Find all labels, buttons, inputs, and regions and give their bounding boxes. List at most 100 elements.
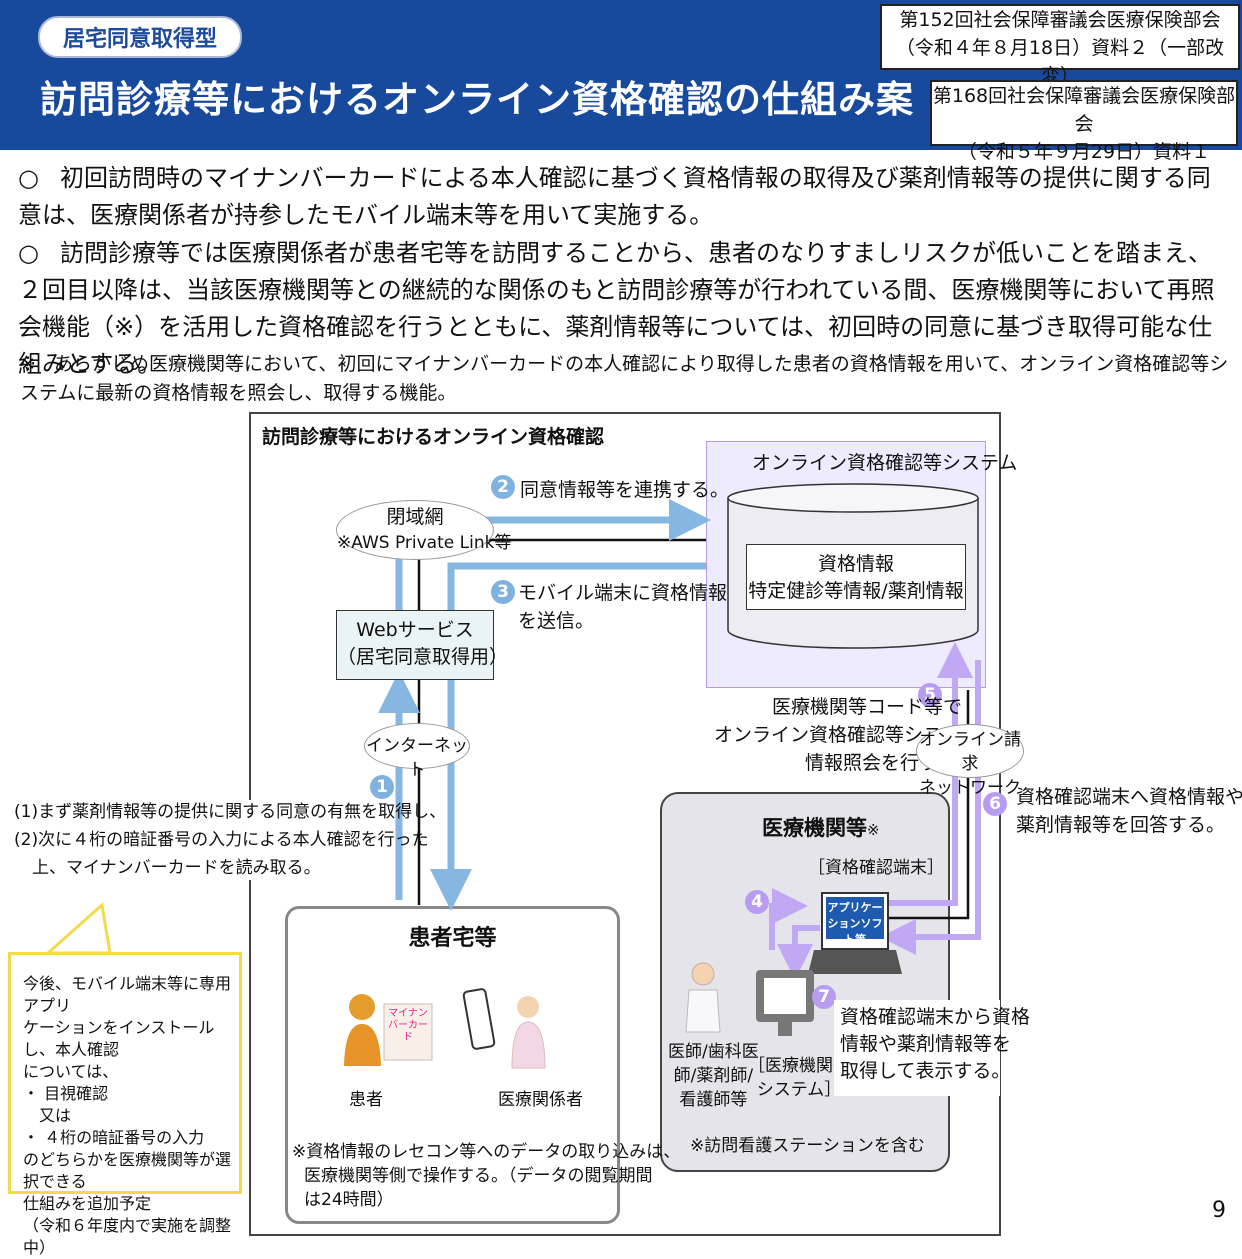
internet-label: インターネット [366,736,468,780]
laptop-base [808,950,902,974]
callout-line: 又は [23,1106,72,1125]
step-3-line-2: を送信。 [518,610,595,632]
database-label-box: 資格情報 特定健診等情報/薬剤情報 [746,544,966,610]
bullet-mark: ○ [18,164,39,192]
reference-2-line-2: （令和５年９月29日）資料１ [957,141,1211,163]
inst-sys-line-1: ［医療機関等 [748,1056,850,1076]
step-2-badge: 2 [491,475,515,499]
terminal-label: ［資格確認端末］ [808,858,944,878]
step-6-badge: 6 [983,792,1007,816]
bullet-1: ○初回訪問時のマイナンバーカードによる本人確認に基づく資格情報の取得及び薬剤情報… [18,160,1233,234]
patient-head [349,994,375,1020]
db-line-1: 資格情報 [817,553,894,575]
diagram-title: 訪問診療等におけるオンライン資格確認 [262,426,605,448]
monitor-screen [764,978,806,1014]
step-2-text: 同意情報等を連携する。 [520,479,730,501]
closed-network-line-2: ※AWS Private Link等 [337,533,512,553]
step-4-badge: 4 [745,890,769,914]
patient-label: 患者 [349,1090,383,1110]
step-7-line-3: 取得して表示する。 [840,1060,1011,1082]
nurse-head [517,996,539,1018]
institution-title-mark: ※ [867,821,880,839]
step4-arrow [769,888,808,950]
app-screen [826,897,884,939]
callout-line: ケーションをインストールし、本人確認 [23,1018,215,1059]
patient-icon [344,1024,381,1066]
step-6-line-2: 薬剤情報等を回答する。 [1016,814,1226,836]
callout-line: 仕組みを追加予定 [23,1194,152,1213]
callout-line: （令和６年度内で実施を調整中） [23,1216,232,1257]
reference-1-line-1: 第152回社会保障審議会医療保険部会 [899,9,1221,31]
doctor-icon [685,989,721,1033]
callout-line: については、 [23,1062,119,1081]
database-top [727,483,979,513]
callout-line: ・ ４桁の暗証番号の入力 [23,1128,205,1147]
step3-arrow [430,562,706,911]
institution-title-text: 医療機関等 [762,816,867,840]
doctor-line-2: 師/薬剤師/ [673,1066,754,1086]
doctor-line-3: 看護師等 [679,1090,748,1110]
mynumber-card-icon [383,1003,433,1061]
step-3-line-1: モバイル端末に資格情報 [518,582,728,604]
mynumber-card-text: マイナンバーカード [388,1008,428,1043]
footnote: ※あらかじめ医療機関等において、初回にマイナンバーカードの本人確認により取得した… [20,350,1230,408]
footnote-text: あらかじめ医療機関等において、初回にマイナンバーカードの本人確認により取得した患… [20,353,1229,404]
bullet-1-text: 初回訪問時のマイナンバーカードによる本人確認に基づく資格情報の取得及び薬剤情報等… [18,164,1211,229]
doctor-head [691,962,715,986]
step-5-badge: 5 [918,683,942,707]
step2-arrow [395,499,711,900]
step-3-badge: 3 [491,580,515,604]
future-plan-callout: 今後、モバイル端末等に専用アプリ ケーションをインストールし、本人確認 について… [8,952,242,1257]
home-note-line-2: 医療機関等側で操作する。（データの閲覧期間 [304,1166,653,1186]
home-note-line-1: ※資格情報のレセコン等へのデータの取り込みは、 [292,1142,681,1162]
bullet-2: ○訪問診療等では医療関係者が患者宅等を訪問することから、患者のなりすましリスクが… [18,235,1233,383]
app-software-label: アプリケー ションソフト等 [826,900,884,948]
inst-sys-line-2: システム］ [756,1080,842,1100]
app-line-1: アプリケー [827,901,883,914]
app-line-2: ションソフト等 [827,917,883,946]
page-number: 9 [1212,1198,1226,1223]
system-label: オンライン資格確認等システム [752,452,1018,474]
home-note-line-3: は24時間） [304,1190,394,1210]
reference-box-2: 第168回社会保障審議会医療保険部会 （令和５年９月29日）資料１ [930,80,1238,163]
medical-staff-icon [511,1021,546,1069]
step-1-description: (1)まず薬剤情報等の提供に関する同意の有無を取得し、 (2)次に４桁の暗証番号… [14,800,447,880]
institution-title: 医療機関等※ [762,812,880,842]
institution-note: ※訪問看護ステーションを含む [690,1136,925,1156]
closed-network-bubble: 閉域網 ※AWS Private Link等 [336,500,512,560]
page-title: 訪問診療等におけるオンライン資格確認の仕組み案（概要） [40,78,1066,121]
doctor-label: 医師/歯科医 師/薬剤師/ 看護師等 [668,1040,759,1112]
internet-bubble: インターネット [364,723,470,780]
monitor-stand [778,1022,792,1036]
reference-2-line-1: 第168回社会保障審議会医療保険部会 [932,85,1236,135]
doctor-line-1: 医師/歯科医 [668,1042,759,1062]
mobile-device-icon [462,988,496,1050]
callout-line: ・ 目視確認 [23,1084,109,1103]
step7-arrow [777,925,820,980]
step-1-line-3: 上、マイナンバーカードを読み取る。 [32,858,321,878]
step-7-line-1: 資格確認端末から資格 [840,1006,1031,1028]
step-1-badge: 1 [370,775,394,799]
step-6-line-1: 資格確認端末へ資格情報や [1016,786,1242,808]
db-line-2: 特定健診等情報/薬剤情報 [748,580,964,602]
institution-system-label: ［医療機関等 システム］ [748,1054,850,1102]
step-7-badge: 7 [812,985,836,1009]
step-1-line-1: (1)まず薬剤情報等の提供に関する同意の有無を取得し、 [14,802,447,822]
footnote-mark: ※ [20,353,36,375]
step-7-line-2: 情報や薬剤情報等を [840,1033,1012,1055]
callout-line: 今後、モバイル端末等に専用アプリ [23,974,232,1015]
category-tag: 居宅同意取得型 [38,16,242,58]
reference-box-1: 第152回社会保障審議会医療保険部会 （令和４年８月18日）資料２（一部改変） [880,4,1240,87]
online-request-network-bubble: オンライン請求 ネットワーク [916,724,1024,798]
bullet-mark: ○ [18,239,39,267]
callout-tail [44,902,112,955]
patient-home-title: 患者宅等 [408,926,497,951]
bullet-2-text: 訪問診療等では医療関係者が患者宅等を訪問することから、患者のなりすましリスクが低… [18,239,1215,378]
medical-staff-label: 医療関係者 [498,1090,583,1110]
online-net-line-1: オンライン請求 [919,730,1021,774]
step-1-line-2: (2)次に４桁の暗証番号の入力による本人確認を行った [14,830,429,850]
online-net-line-2: ネットワーク [919,778,1021,798]
callout-line: のどちらかを医療機関等が選択できる [23,1150,232,1191]
step-7-description: 資格確認端末から資格 情報や薬剤情報等を 取得して表示する。 [834,1000,1031,1096]
web-service-line-1: Webサービス [356,619,474,641]
